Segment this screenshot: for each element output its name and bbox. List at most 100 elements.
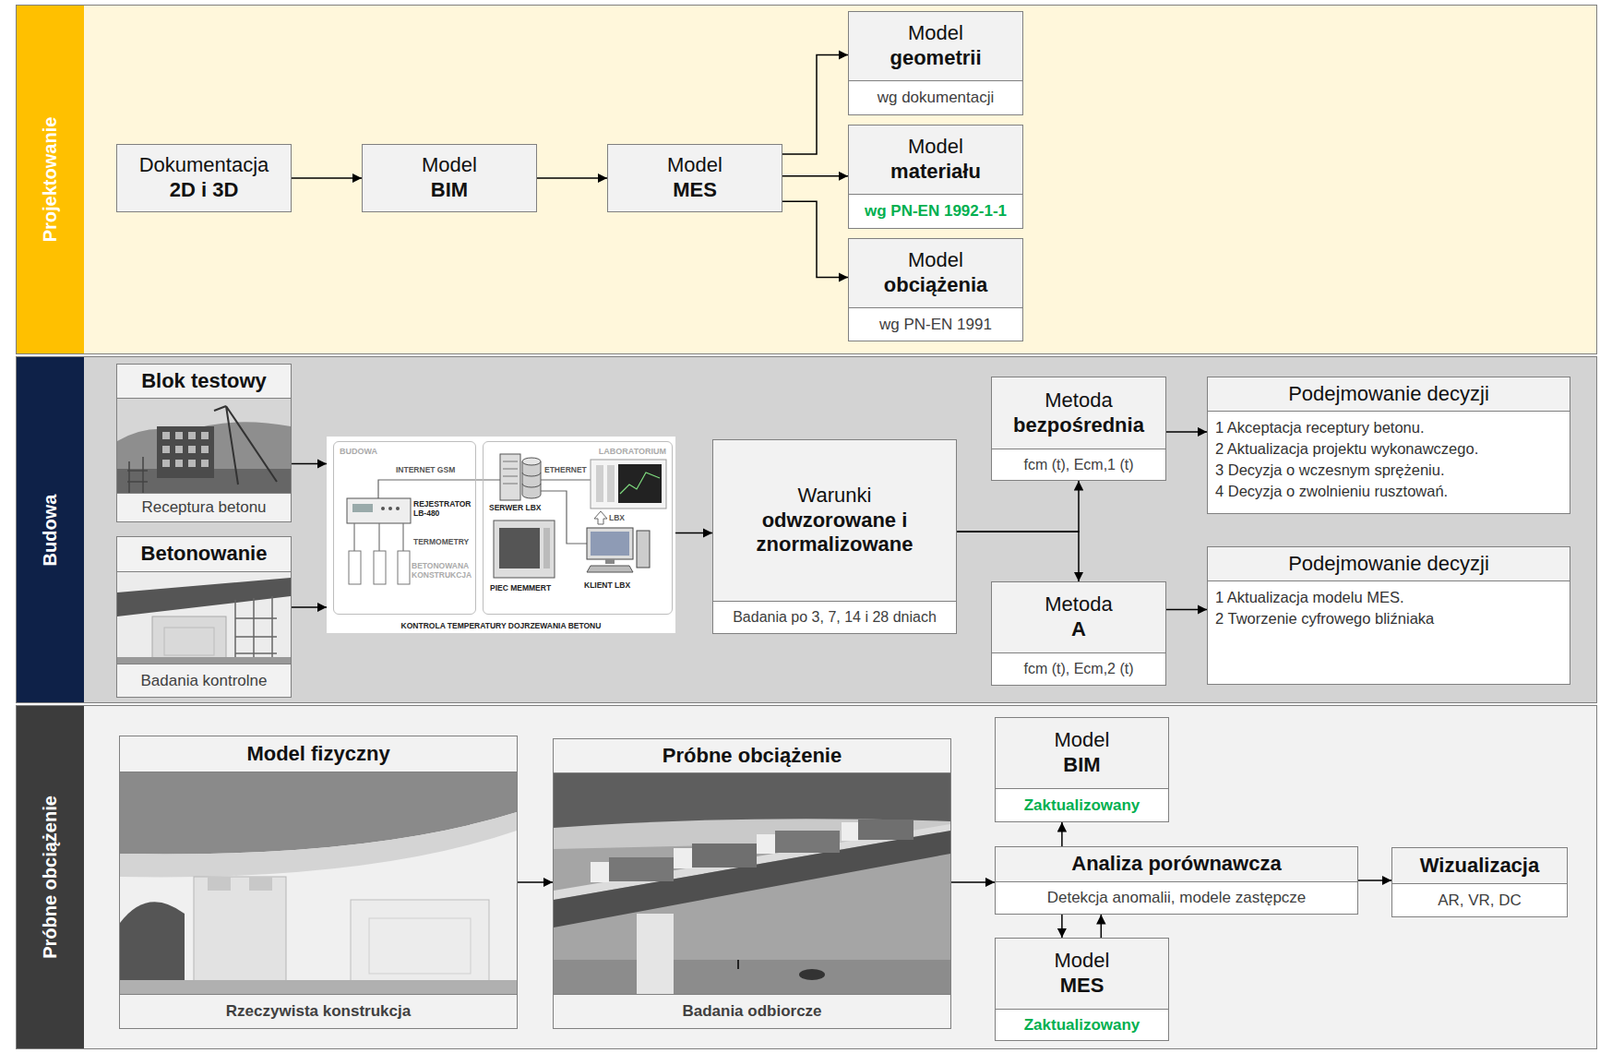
arrow-connector (291, 606, 327, 609)
process-box: Dokumentacja2D i 3D (116, 143, 292, 213)
box-note: fcm (t), Ecm,1 (t) (1023, 456, 1134, 474)
arrow-connector (956, 480, 1079, 532)
box-header: Warunkiodwzorowane i znormalizowane (713, 440, 956, 601)
model-box: Modelgeometriiwg dokumentacji (847, 11, 1024, 116)
box-title-bold: Betonowanie (141, 541, 268, 566)
box-footer: wg dokumentacji (848, 80, 1023, 115)
swimlane-label: Budowa (39, 493, 61, 566)
photo-caption-text: Badania kontrolne (140, 671, 267, 691)
box-footer: wg PN-EN 1992-1-1 (848, 193, 1023, 228)
box-title-bold: geometrii (889, 46, 981, 72)
swimlane-fills-part (83, 704, 1598, 1050)
box-header: Blok testowy (117, 364, 291, 399)
box-title: Metoda (1044, 592, 1112, 618)
monitoring-devices-part (618, 464, 662, 503)
monitoring-devices-part (348, 550, 361, 585)
output-box: WizualizacjaAR, VR, DC (1391, 847, 1568, 918)
test-block-photo-part (214, 405, 277, 485)
bridge-underside-photo-part (119, 811, 517, 877)
box-title: Podejmowanie decyzji (1288, 382, 1490, 406)
arrow-connector (951, 881, 995, 884)
swimlane-fills-part (15, 4, 84, 355)
box-title: Warunki (798, 483, 872, 509)
bridge-underside-photo-part (249, 876, 273, 891)
box-note: Badania po 3, 7, 14 i 28 dniach (732, 608, 937, 626)
box-footer: wg PN-EN 1991 (848, 307, 1023, 341)
box-title: Dokumentacja (139, 153, 270, 179)
box-title-bold: BIM (1062, 752, 1100, 778)
swimlane-fills-part (15, 704, 84, 1050)
test-block-photo-part (175, 431, 183, 440)
load-test-photo-part (553, 959, 951, 995)
test-block-photo-part (117, 397, 291, 494)
arrow-connector (782, 175, 848, 178)
bridge-underside-photo (119, 772, 517, 995)
photo-box: Model fizycznyRzeczywista konstrukcja (119, 735, 518, 1029)
arrow-connector (675, 532, 713, 535)
box-footer: Detekcja anomalii, modele zastępcze (995, 881, 1358, 914)
process-box: Warunkiodwzorowane i znormalizowaneBadan… (712, 439, 957, 634)
box-note: Detekcja anomalii, modele zastępcze (1047, 888, 1307, 908)
box-title-bold: MES (1060, 973, 1105, 999)
arrow-connector (1166, 608, 1207, 611)
panel-heading: BUDOWA (339, 446, 378, 456)
monitoring-devices-part (596, 465, 604, 502)
box-footer: fcm (t), Ecm,2 (t) (991, 652, 1166, 685)
concreting-photo-part (117, 577, 291, 617)
photo-box: Próbne obciążenieBadania odbiorcze (552, 738, 952, 1029)
test-block-photo-part (175, 459, 183, 467)
monitoring-devices-part (381, 506, 385, 511)
arrow-connector (956, 531, 1079, 582)
swimlane: ProjektowanieDokumentacja2D i 3DModelBIM… (15, 4, 1598, 355)
photo-caption-text: Badania odbiorcze (681, 1002, 822, 1021)
decision-list: 1 Aktualizacja modelu MES.2 Tworzenie cy… (1207, 581, 1570, 684)
monitoring-devices-part (502, 461, 518, 484)
box-title-bold: obciążenia (883, 273, 988, 299)
monitoring-devices-part (586, 565, 633, 573)
box-note: Zaktualizowany (1024, 796, 1141, 815)
method-box: Metodabezpośredniafcm (t), Ecm,1 (t) (991, 376, 1167, 481)
load-test-photo-part (608, 857, 674, 882)
load-test-photo-part (858, 819, 914, 840)
test-block-photo-part (117, 421, 291, 494)
swimlane-sidebar: Budowa (16, 357, 84, 703)
load-test-photo-part (799, 968, 825, 980)
swimlane-fills-part (83, 356, 1598, 704)
photo-caption: Rzeczywista konstrukcja (119, 993, 517, 1028)
device-label: LBX (608, 513, 625, 524)
bridge-underside-photo-part (119, 772, 517, 995)
box-title-bold: 2D i 3D (169, 178, 239, 203)
box-note: Zaktualizowany (1024, 1015, 1141, 1035)
test-block-photo-part (201, 459, 209, 467)
photo-caption-text: Rzeczywista konstrukcja (226, 1002, 411, 1021)
box-header: Modelgeometrii (848, 11, 1023, 81)
monitoring-devices-part (607, 465, 615, 502)
box-footer: fcm (t), Ecm,1 (t) (991, 448, 1166, 480)
box-title: Podejmowanie decyzji (1288, 551, 1490, 576)
photo-window (553, 773, 951, 994)
arrow-connector (291, 463, 327, 466)
swimlane-fills-part (83, 4, 1598, 355)
box-header: ModelBIM (995, 717, 1169, 789)
monitoring-devices-part (354, 523, 404, 551)
photo-caption: Badania odbiorcze (553, 993, 951, 1028)
device-label: TERMOMETRY (413, 537, 469, 548)
box-header: Wizualizacja (1392, 847, 1567, 884)
test-block-photo-part (156, 426, 215, 478)
swimlane-label: Projektowanie (39, 117, 61, 243)
arrow-connector (1061, 914, 1063, 938)
load-test-photo-part (553, 830, 951, 928)
decision-item: 4 Decyzja o zwolnieniu rusztowań. (1215, 480, 1448, 502)
monitoring-devices-part (397, 550, 410, 585)
device-label: PIEC MEMMERT (489, 584, 551, 594)
model-box: Modelmateriałuwg PN-EN 1992-1-1 (847, 124, 1024, 229)
test-block-photo-part (162, 459, 170, 467)
monitoring-devices-part (540, 478, 591, 480)
monitoring-devices-part (522, 461, 541, 499)
monitoring-devices-part (346, 498, 411, 524)
box-title-bold: A (1071, 617, 1087, 643)
analysis-box: Analiza porównawczaDetekcja anomalii, mo… (994, 846, 1359, 915)
monitoring-devices-part (590, 459, 667, 509)
box-note: fcm (t), Ecm,2 (t) (1023, 660, 1134, 678)
decision-item: 2 Aktualizacja projektu wykonawczego. (1215, 438, 1479, 460)
